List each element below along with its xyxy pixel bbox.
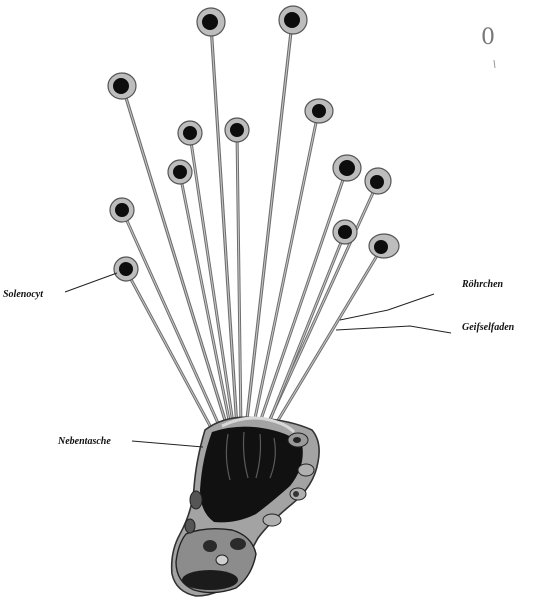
label-geisselfaden: Geifselfaden: [462, 322, 515, 333]
plate-mark-tick: [494, 60, 495, 68]
label-roehrchen: Röhrchen: [461, 279, 504, 290]
solenocyte: [114, 257, 215, 435]
solenocyte: [265, 168, 391, 430]
leader-solenocyt: [65, 273, 117, 292]
plate-mark: 0: [481, 25, 495, 50]
leader-nebentasche: [132, 441, 203, 447]
label-nebentasche: Nebentasche: [57, 436, 111, 447]
nucleus: [173, 165, 187, 179]
nucleus: [115, 203, 129, 217]
nucleus: [370, 175, 384, 189]
nucleus: [338, 225, 352, 239]
leader-roehrchen: [340, 294, 434, 320]
solenocyte: [108, 73, 228, 430]
leader-geisselfaden: [336, 326, 451, 333]
nucleus: [374, 240, 388, 254]
nucleus: [119, 262, 133, 276]
label-solenocyt: Solenocyt: [3, 289, 44, 300]
nucleus: [113, 78, 129, 94]
nucleus: [284, 12, 300, 28]
nucleus: [202, 14, 218, 30]
nucleus: [312, 104, 326, 118]
solenocyte-tubes: [108, 6, 399, 435]
nucleus: [339, 160, 355, 176]
nucleus: [183, 126, 197, 140]
nucleus: [230, 123, 244, 137]
nephridium-base: [172, 417, 319, 596]
lumen-opening: [182, 570, 238, 590]
